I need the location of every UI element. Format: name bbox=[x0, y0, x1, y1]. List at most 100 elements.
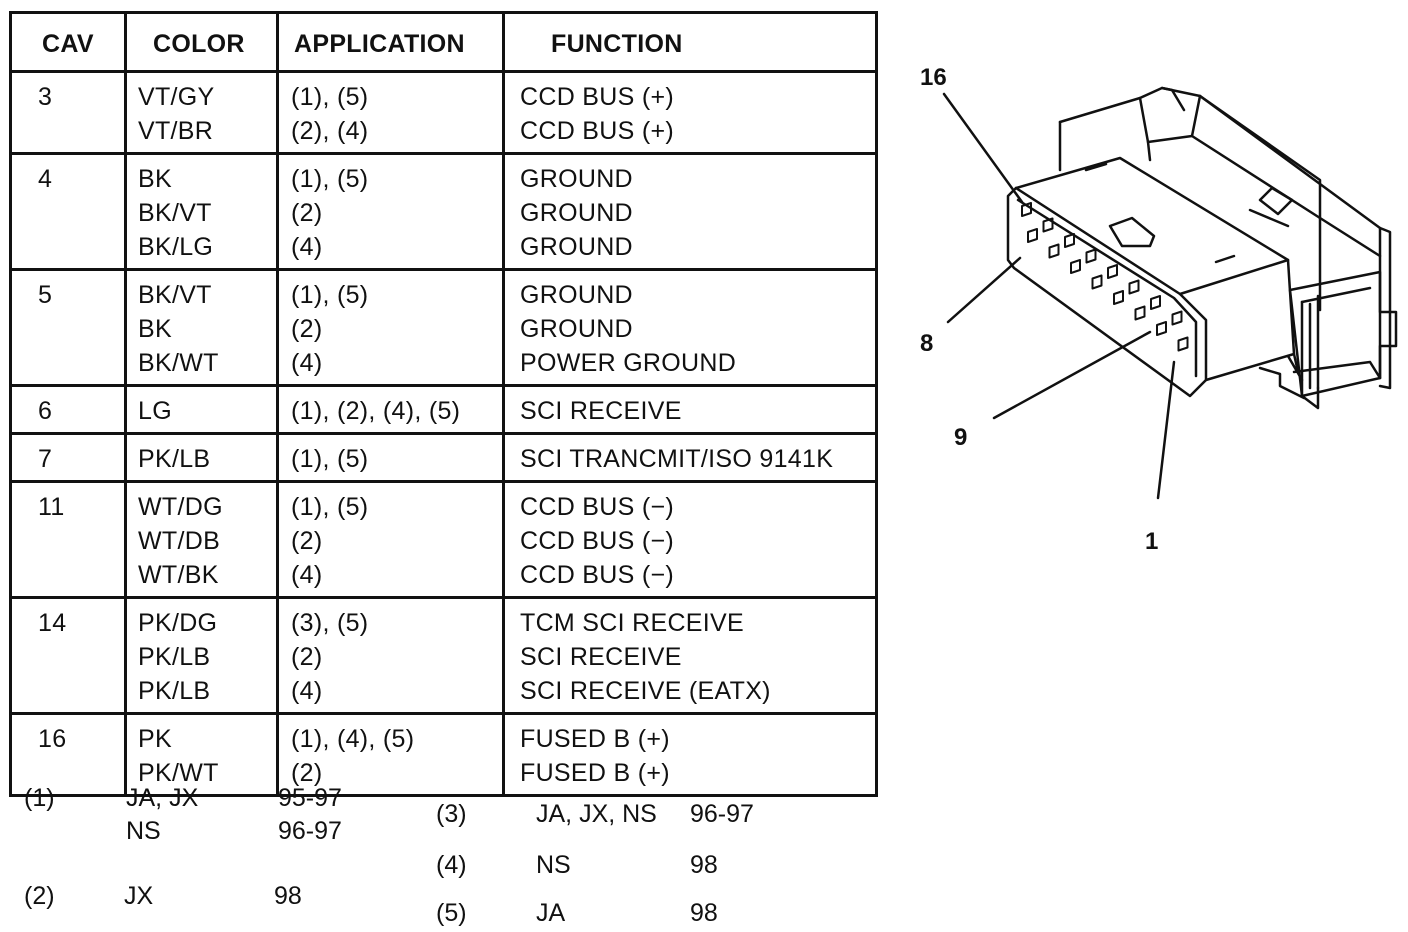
application-code: (1), (2), (4), (5) bbox=[291, 397, 461, 425]
application-code: (1), (5) bbox=[291, 445, 369, 473]
wire-color: BK/VT bbox=[138, 199, 212, 227]
application-code: (4) bbox=[291, 233, 323, 261]
wire-color: WT/DB bbox=[138, 527, 221, 555]
table-row: 7 PK/LB (1), (5) SCI TRANCMIT/ISO 9141K bbox=[9, 432, 878, 483]
cav-number: 4 bbox=[38, 165, 53, 193]
application-cell: (3), (5)(2)(4) bbox=[276, 596, 505, 715]
wire-color: BK/VT bbox=[138, 281, 212, 309]
wire-color: VT/BR bbox=[138, 117, 214, 145]
footnote-1-models-b: NS bbox=[126, 817, 161, 845]
function-text: TCM SCI RECEIVE bbox=[520, 609, 744, 637]
footnote-1-key: (1) bbox=[24, 784, 55, 812]
footnote-2-key: (2) bbox=[24, 882, 55, 910]
connector-cavity bbox=[1177, 336, 1189, 352]
application-code: (3), (5) bbox=[291, 609, 369, 637]
footnote-1-models-a: JA, JX bbox=[126, 784, 199, 812]
cav-cell: 3 bbox=[9, 70, 127, 155]
cav-cell: 11 bbox=[9, 480, 127, 599]
connector-cavity bbox=[1042, 217, 1054, 233]
wire-color: PK bbox=[138, 725, 172, 753]
function-text: CCD BUS (−) bbox=[520, 561, 675, 589]
footnote-1-years-b: 96-97 bbox=[278, 817, 342, 845]
application-code: (1), (5) bbox=[291, 165, 369, 193]
connector-cavity bbox=[1070, 259, 1081, 274]
leader-line-16 bbox=[942, 92, 1024, 204]
pin-label-1: 1 bbox=[1145, 528, 1159, 555]
wire-color: PK/LB bbox=[138, 677, 211, 705]
pin-label-8: 8 bbox=[920, 330, 934, 357]
connector-cavity bbox=[1107, 264, 1118, 279]
footnote-3-key: (3) bbox=[436, 800, 467, 828]
leader-lines bbox=[942, 92, 1176, 500]
wire-color: PK/LB bbox=[138, 643, 211, 671]
function-text: POWER GROUND bbox=[520, 349, 737, 377]
function-text: SCI TRANCMIT/ISO 9141K bbox=[520, 445, 834, 473]
application-code: (1), (5) bbox=[291, 281, 369, 309]
application-code: (4) bbox=[291, 677, 323, 705]
connector-cavity bbox=[1128, 279, 1140, 295]
cavity-grid bbox=[1021, 202, 1189, 352]
function-text: CCD BUS (+) bbox=[520, 83, 675, 111]
cav-number: 11 bbox=[38, 493, 65, 521]
footnote-1-years-a: 95-97 bbox=[278, 784, 342, 812]
leader-line-1 bbox=[1156, 360, 1176, 500]
application-code: (1), (5) bbox=[291, 83, 369, 111]
connector-cavity bbox=[1091, 274, 1103, 290]
application-cell: (1), (4), (5)(2) bbox=[276, 712, 505, 797]
wire-color: BK/WT bbox=[138, 349, 219, 377]
application-cell: (1), (5)(2)(4) bbox=[276, 480, 505, 599]
footnote-3-models: JA, JX, NS bbox=[536, 800, 657, 828]
header-cav: CAV bbox=[9, 11, 127, 73]
application-cell: (1), (5)(2)(4) bbox=[276, 268, 505, 387]
leader-line-9 bbox=[992, 330, 1152, 420]
color-cell: PK/LB bbox=[124, 432, 279, 483]
application-code: (2) bbox=[291, 527, 323, 555]
wire-color: BK bbox=[138, 165, 172, 193]
footnote-5-key: (5) bbox=[436, 899, 467, 927]
application-code: (2) bbox=[291, 315, 323, 343]
cav-cell: 7 bbox=[9, 432, 127, 483]
function-text: GROUND bbox=[520, 233, 633, 261]
connector-cavity bbox=[1085, 248, 1097, 264]
footnote-4-models: NS bbox=[536, 851, 571, 879]
footnote-4-key: (4) bbox=[436, 851, 467, 879]
connector-cavity bbox=[1021, 202, 1032, 217]
wire-color: PK/LB bbox=[138, 445, 211, 473]
cav-cell: 14 bbox=[9, 596, 127, 715]
footnote-3-years: 96-97 bbox=[690, 800, 754, 828]
footnote-4-years: 98 bbox=[690, 851, 718, 879]
application-code: (1), (5) bbox=[291, 493, 369, 521]
application-cell: (1), (5) bbox=[276, 432, 505, 483]
function-text: CCD BUS (−) bbox=[520, 493, 675, 521]
connector-housing bbox=[1006, 86, 1398, 410]
footnote-5-years: 98 bbox=[690, 899, 718, 927]
cav-number: 6 bbox=[38, 397, 53, 425]
footnote-5-models: JA bbox=[536, 899, 566, 927]
application-cell: (1), (5) (2) (4) bbox=[276, 152, 505, 271]
connector-cavity bbox=[1134, 305, 1146, 321]
wire-color: WT/BK bbox=[138, 561, 219, 589]
function-text: GROUND bbox=[520, 165, 633, 193]
function-cell: CCD BUS (−)CCD BUS (−)CCD BUS (−) bbox=[502, 480, 878, 599]
connector-cavity bbox=[1156, 321, 1167, 336]
cav-cell: 16 bbox=[9, 712, 127, 797]
function-text: GROUND bbox=[520, 199, 633, 227]
connector-cavity bbox=[1150, 295, 1161, 310]
application-code: (2) bbox=[291, 199, 323, 227]
cav-number: 16 bbox=[38, 725, 67, 753]
cav-number: 7 bbox=[38, 445, 53, 473]
footnote-2-years: 98 bbox=[274, 882, 302, 910]
